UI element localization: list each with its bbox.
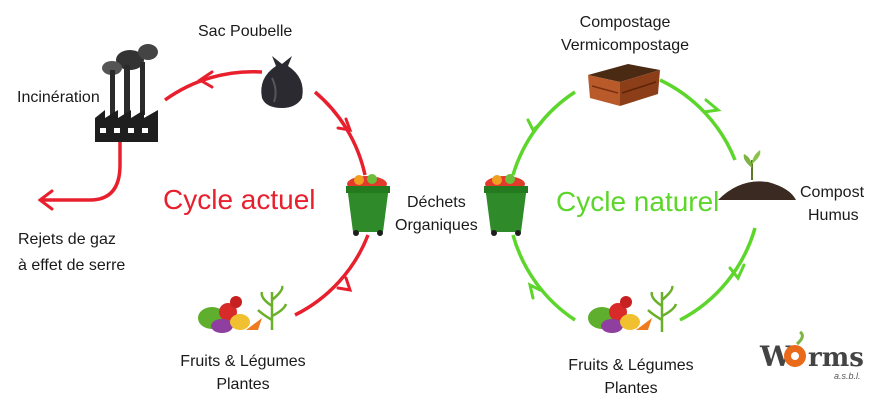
label-dechets-line1: Déchets xyxy=(407,194,466,211)
label-compostage: Compostage Vermicompostage xyxy=(550,13,700,56)
garbage-bag-icon xyxy=(261,56,303,108)
red-cycle-circle xyxy=(40,69,370,317)
label-fruits-right: Fruits & Légumes Plantes xyxy=(556,356,706,399)
compost-bin-icon-right xyxy=(484,174,528,236)
arrow-to-incineration xyxy=(197,70,214,89)
arrow-to-compost xyxy=(702,98,722,114)
label-sac-poubelle: Sac Poubelle xyxy=(198,23,293,40)
label-fruits-left-line2: Plantes xyxy=(216,376,270,393)
arrow-to-dechets-green xyxy=(527,282,542,300)
arrow-to-rejets xyxy=(37,189,54,211)
label-rejets: Rejets de gaz à effet de serre xyxy=(18,230,125,276)
label-compost-line2: Humus xyxy=(808,207,859,224)
label-compostage-line1: Compostage xyxy=(579,14,671,31)
label-rejets-line1: Rejets de gaz xyxy=(18,231,116,248)
svg-text:a.s.b.l.: a.s.b.l. xyxy=(834,371,861,381)
arrow-to-sac xyxy=(336,117,353,132)
factory-icon xyxy=(95,44,158,142)
soil-sprout-icon xyxy=(718,150,796,200)
compost-box-icon xyxy=(588,64,660,106)
title-cycle-naturel: Cycle naturel xyxy=(556,186,720,217)
title-cycle-actuel: Cycle actuel xyxy=(163,184,316,215)
label-compost-line1: Compost xyxy=(800,184,865,201)
label-dechets-line2: Organiques xyxy=(395,217,478,234)
label-incineration: Incinération xyxy=(17,89,100,106)
label-fruits-right-line1: Fruits & Légumes xyxy=(568,357,694,374)
label-fruits-right-line2: Plantes xyxy=(604,380,658,397)
arrow-to-fruits xyxy=(728,263,746,281)
label-fruits-left: Fruits & Légumes Plantes xyxy=(173,352,313,395)
label-fruits-left-line1: Fruits & Légumes xyxy=(180,353,306,370)
red-arrows xyxy=(37,70,353,292)
vegetables-icon-right xyxy=(588,285,678,333)
vegetables-icon-left xyxy=(198,285,288,333)
worms-logo: W rms a.s.b.l. xyxy=(754,330,866,383)
label-compost: Compost Humus xyxy=(800,183,864,226)
green-arrows xyxy=(526,98,746,300)
arrow-to-compostage xyxy=(526,118,544,133)
label-rejets-line2: à effet de serre xyxy=(18,257,126,274)
arrow-to-dechets xyxy=(336,276,353,292)
label-compostage-line2: Vermicompostage xyxy=(560,37,690,54)
svg-text:rms: rms xyxy=(808,343,864,373)
compost-bin-icon-left xyxy=(346,174,390,236)
label-dechets-organiques: Déchets Organiques xyxy=(395,193,478,236)
